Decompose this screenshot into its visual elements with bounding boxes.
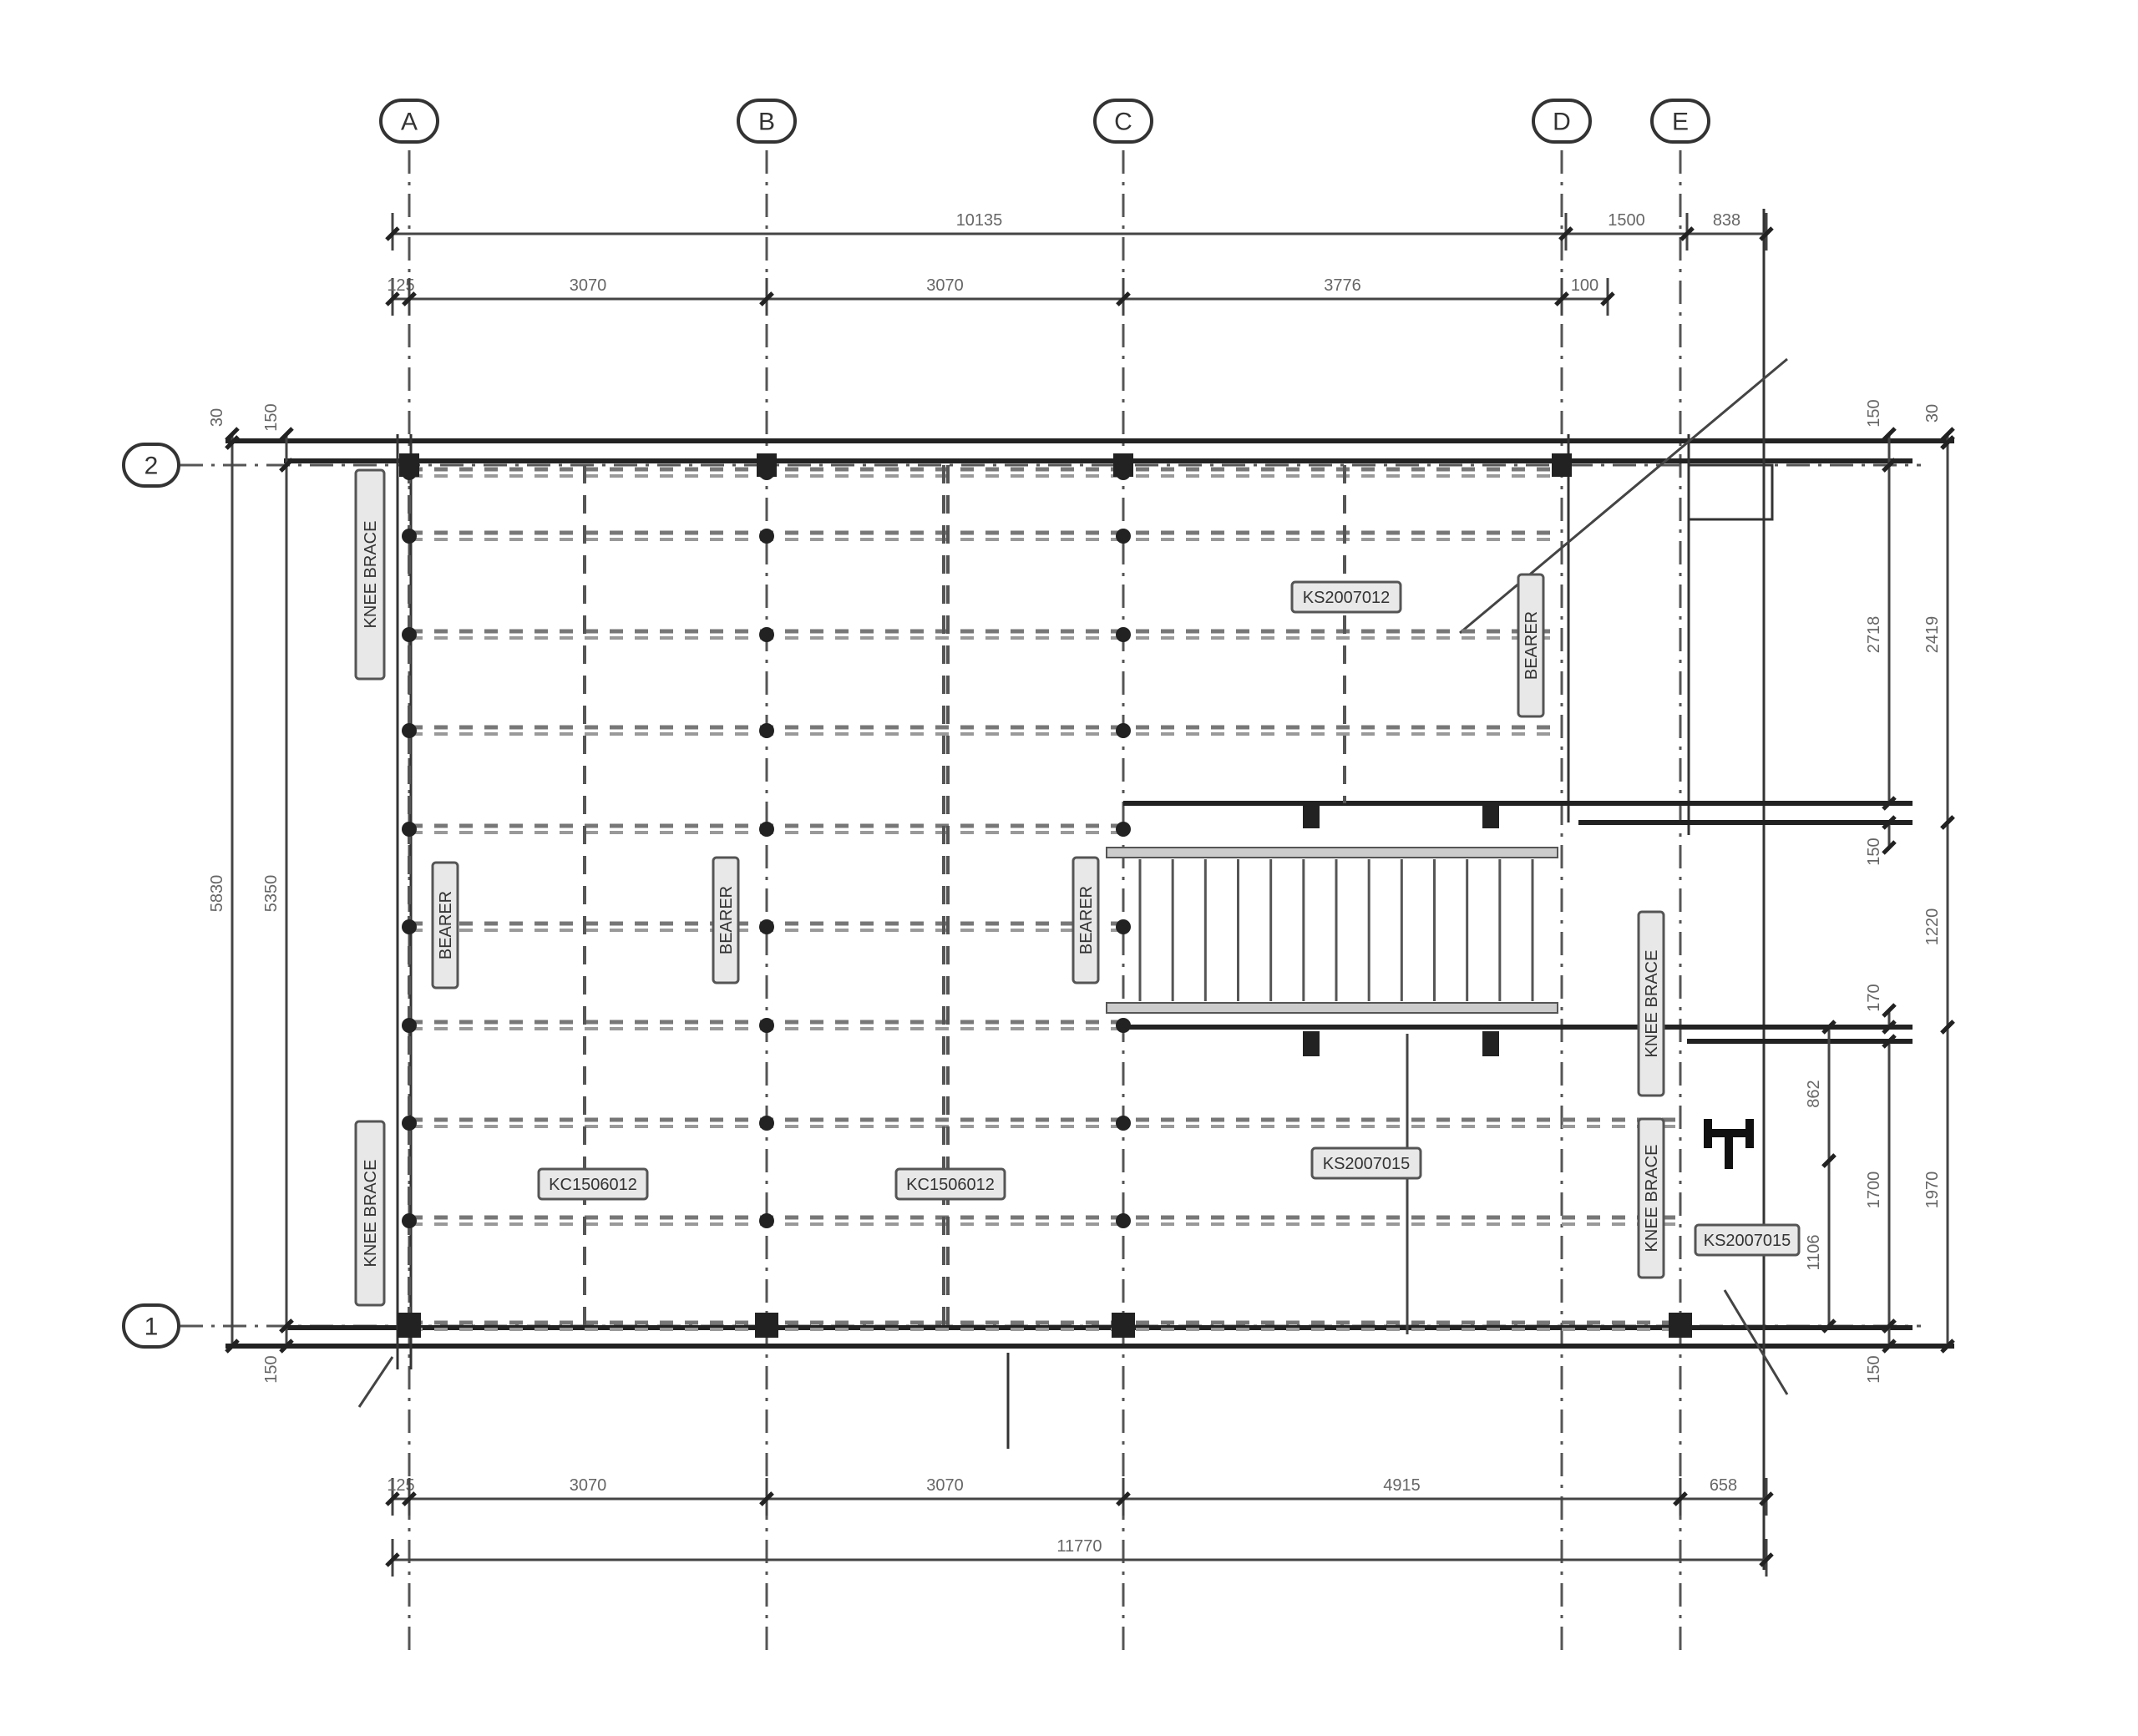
member-tag: KS2007012 bbox=[1290, 580, 1402, 614]
knee-brace-tag: KNEE BRACE bbox=[354, 1120, 386, 1307]
grid-bubble-D: D bbox=[1532, 99, 1592, 144]
dimension-label: 3776 bbox=[1324, 276, 1361, 295]
dimension-label: 1700 bbox=[1865, 1172, 1883, 1209]
dimension-label: 5830 bbox=[208, 875, 226, 913]
svg-text:BEARER: BEARER bbox=[1077, 886, 1096, 954]
svg-text:1: 1 bbox=[144, 1313, 159, 1341]
dimension-label: 150 bbox=[1865, 1355, 1883, 1383]
svg-text:2: 2 bbox=[144, 453, 159, 480]
dimension-label: 658 bbox=[1710, 1476, 1737, 1495]
dimension-label: 862 bbox=[1805, 1080, 1823, 1107]
svg-text:BEARER: BEARER bbox=[437, 891, 455, 959]
dimension-label: 1970 bbox=[1923, 1172, 1942, 1209]
svg-text:BEARER: BEARER bbox=[1522, 611, 1541, 680]
dimension-label: 3070 bbox=[926, 276, 964, 295]
svg-text:KNEE BRACE: KNEE BRACE bbox=[362, 521, 380, 629]
bearer-tag: BEARER bbox=[1517, 573, 1545, 718]
dimension-label: 150 bbox=[1865, 838, 1883, 865]
svg-text:C: C bbox=[1114, 109, 1132, 136]
grid-bubbles: A B C D E 2 1 bbox=[122, 99, 1710, 1349]
svg-text:A: A bbox=[401, 109, 418, 136]
joists bbox=[398, 453, 1692, 1338]
knee-brace-tag: KNEE BRACE bbox=[354, 468, 386, 681]
knee-brace-tag: KNEE BRACE bbox=[1637, 910, 1665, 1097]
svg-text:B: B bbox=[758, 109, 775, 136]
dimension-label: 125 bbox=[387, 1476, 414, 1495]
svg-text:E: E bbox=[1672, 109, 1689, 136]
dimension-label: 838 bbox=[1713, 211, 1740, 230]
member-tag: KC1506012 bbox=[894, 1167, 1006, 1201]
svg-text:KNEE BRACE: KNEE BRACE bbox=[1643, 950, 1661, 1058]
dimension-label: 100 bbox=[1571, 276, 1598, 295]
member-tag: KS2007015 bbox=[1694, 1223, 1801, 1257]
dimension-label: 2718 bbox=[1865, 616, 1883, 654]
dimension-label: 3070 bbox=[570, 276, 607, 295]
bearer-tag: BEARER bbox=[712, 856, 740, 984]
svg-text:BEARER: BEARER bbox=[717, 886, 736, 954]
dimension-label: 1220 bbox=[1923, 908, 1942, 946]
grid-bubble-A: A bbox=[379, 99, 439, 144]
knee-brace-tag: KNEE BRACE bbox=[1637, 1117, 1665, 1279]
steel-column-icon bbox=[1704, 1119, 1754, 1169]
dimension-label: 125 bbox=[387, 276, 414, 295]
dimension-label: 150 bbox=[262, 403, 281, 431]
dimension-label: 170 bbox=[1865, 984, 1883, 1011]
svg-text:KC1506012: KC1506012 bbox=[549, 1176, 637, 1194]
dimension-label: 150 bbox=[1865, 399, 1883, 427]
dimension-label: 30 bbox=[208, 408, 226, 427]
dimension-label: 11770 bbox=[1056, 1537, 1102, 1556]
bearer-tag: BEARER bbox=[431, 861, 459, 989]
member-tag: KC1506012 bbox=[537, 1167, 649, 1201]
grid-bubble-C: C bbox=[1093, 99, 1153, 144]
dimension-label: 5350 bbox=[262, 875, 281, 913]
svg-text:KNEE BRACE: KNEE BRACE bbox=[1643, 1145, 1661, 1253]
grid-bubble-B: B bbox=[737, 99, 797, 144]
grid-bubble-1: 1 bbox=[122, 1303, 180, 1349]
dimension-label: 3070 bbox=[926, 1476, 964, 1495]
dimension-label: 1106 bbox=[1805, 1234, 1823, 1270]
svg-text:KNEE BRACE: KNEE BRACE bbox=[362, 1160, 380, 1268]
dimension-strings: 10135 1500 838 125 3070 3070 3776 100 125 3070 307… bbox=[208, 211, 1955, 1577]
bearer-tag: BEARER bbox=[1072, 856, 1100, 984]
stair-opening bbox=[1106, 803, 1558, 1056]
svg-text:KS2007015: KS2007015 bbox=[1323, 1155, 1411, 1173]
member-tag: KS2007015 bbox=[1310, 1146, 1422, 1180]
svg-text:KS2007012: KS2007012 bbox=[1303, 589, 1391, 607]
dimension-label: 3070 bbox=[570, 1476, 607, 1495]
svg-text:D: D bbox=[1553, 109, 1571, 136]
svg-text:KC1506012: KC1506012 bbox=[906, 1176, 995, 1194]
grid-bubble-E: E bbox=[1650, 99, 1710, 144]
dimension-label: 10135 bbox=[956, 211, 1003, 230]
dimension-label: 30 bbox=[1923, 404, 1942, 423]
dimension-label: 150 bbox=[262, 1355, 281, 1383]
dimension-label: 1500 bbox=[1608, 211, 1645, 230]
dimension-label: 2419 bbox=[1923, 616, 1942, 654]
svg-text:KS2007015: KS2007015 bbox=[1704, 1232, 1791, 1250]
dimension-label: 4915 bbox=[1383, 1476, 1421, 1495]
grid-bubble-2: 2 bbox=[122, 443, 180, 488]
